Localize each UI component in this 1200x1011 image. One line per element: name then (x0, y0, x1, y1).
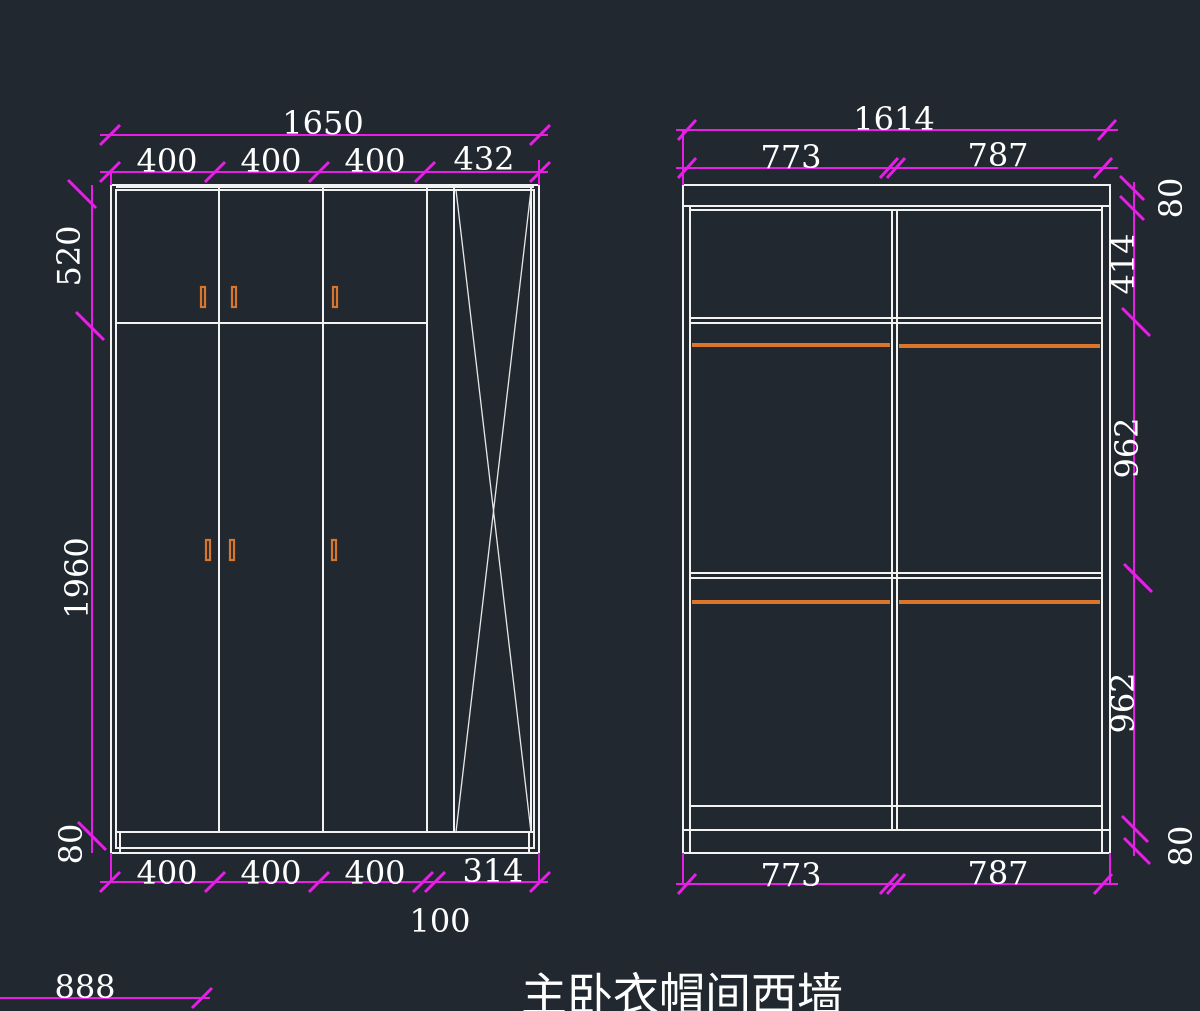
right-height-4: 962 (1104, 672, 1142, 733)
right-bottom-seg-2: 787 (967, 854, 1028, 892)
right-height-1: 80 (1152, 178, 1190, 219)
left-bottom-seg-3: 400 (344, 854, 405, 892)
left-height-2: 1960 (58, 537, 96, 618)
left-overall-width-label: 1650 (282, 104, 363, 142)
partial-dim-label: 888 (54, 968, 115, 1006)
door-handle (228, 538, 236, 562)
partial-dimension (0, 986, 214, 1010)
left-height-3: 80 (52, 824, 90, 865)
door-handle (204, 538, 212, 562)
left-top-seg-4: 432 (453, 140, 514, 178)
right-dimensions (676, 118, 1154, 896)
left-top-seg-3: 400 (344, 142, 405, 180)
door-handle (330, 538, 338, 562)
left-height-1: 520 (50, 225, 88, 286)
right-height-5: 80 (1162, 826, 1200, 867)
door-handle (199, 285, 207, 309)
right-top-seg-1: 773 (760, 138, 821, 176)
left-top-seg-1: 400 (136, 142, 197, 180)
left-bottom-seg-4: 314 (462, 852, 523, 890)
door-handle (331, 285, 339, 309)
right-top-seg-2: 787 (967, 136, 1028, 174)
left-top-seg-2: 400 (240, 142, 301, 180)
drawing-title: 主卧衣帽间西墙 (521, 968, 843, 1011)
side-panel-diagonal-2 (455, 189, 532, 833)
door-handle (230, 285, 238, 309)
right-height-2: 414 (1104, 233, 1142, 294)
left-cabinet (110, 184, 540, 854)
left-bottom-seg-2: 400 (240, 854, 301, 892)
right-overall-width-label: 1614 (853, 100, 934, 138)
left-cabinet-inner-frame (115, 189, 535, 849)
left-cabinet-outer-frame (110, 184, 540, 854)
right-bottom-seg-1: 773 (760, 856, 821, 894)
left-bottom-gap-label: 100 (409, 902, 470, 940)
left-bottom-seg-1: 400 (136, 854, 197, 892)
left-dimensions (66, 123, 552, 894)
right-wardrobe-outer-frame (682, 184, 1111, 854)
right-wardrobe (682, 184, 1111, 854)
right-height-3: 962 (1108, 417, 1146, 478)
